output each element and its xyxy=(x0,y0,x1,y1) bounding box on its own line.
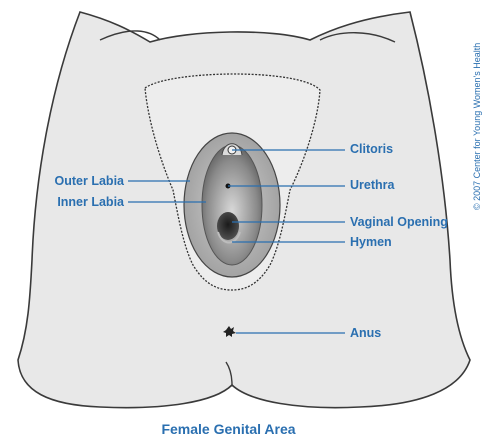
hymen xyxy=(217,231,241,244)
vaginal-opening xyxy=(217,212,239,240)
label-hymen: Hymen xyxy=(350,235,392,249)
back-contour xyxy=(225,361,233,386)
figure-caption: Female Genital Area xyxy=(161,421,296,437)
label-inner-labia: Inner Labia xyxy=(57,195,124,209)
label-urethra: Urethra xyxy=(350,178,395,192)
inner-labia xyxy=(201,144,263,266)
label-anus: Anus xyxy=(350,326,382,340)
copyright-credit: © 2007 Center for Young Women's Health xyxy=(472,42,482,210)
anus xyxy=(223,326,236,337)
back-contour xyxy=(319,32,396,43)
label-vaginal-opening: Vaginal Opening xyxy=(350,215,448,229)
back-contour xyxy=(99,30,161,41)
label-outer-labia: Outer Labia xyxy=(54,174,124,188)
label-clitoris: Clitoris xyxy=(350,142,394,156)
